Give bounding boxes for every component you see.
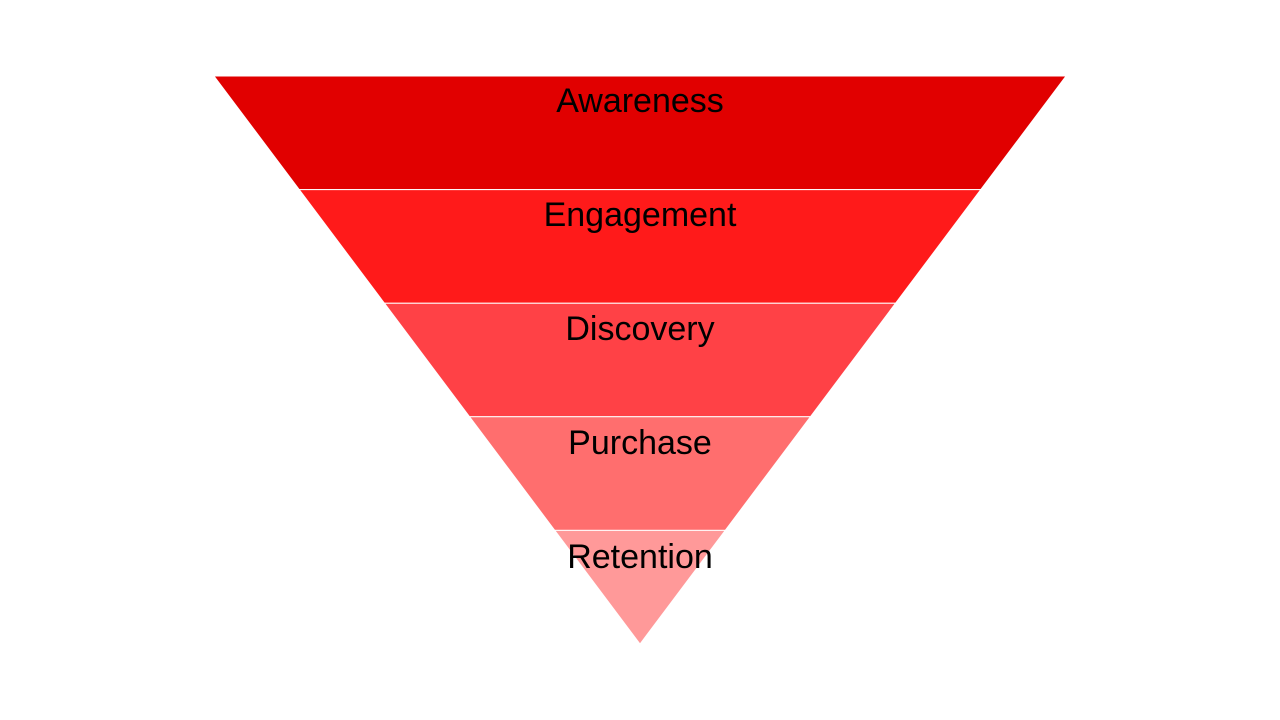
funnel-layer-retention (553, 529, 727, 645)
funnel-layers (212, 75, 1068, 645)
stage-label-purchase: Purchase (568, 424, 712, 462)
funnel-labels: Awareness Engagement Discovery Purchase … (544, 82, 737, 576)
stage-label-engagement: Engagement (544, 196, 737, 234)
stage-label-discovery: Discovery (565, 310, 714, 348)
stage-label-awareness: Awareness (556, 82, 724, 120)
stage-label-retention: Retention (567, 538, 713, 576)
